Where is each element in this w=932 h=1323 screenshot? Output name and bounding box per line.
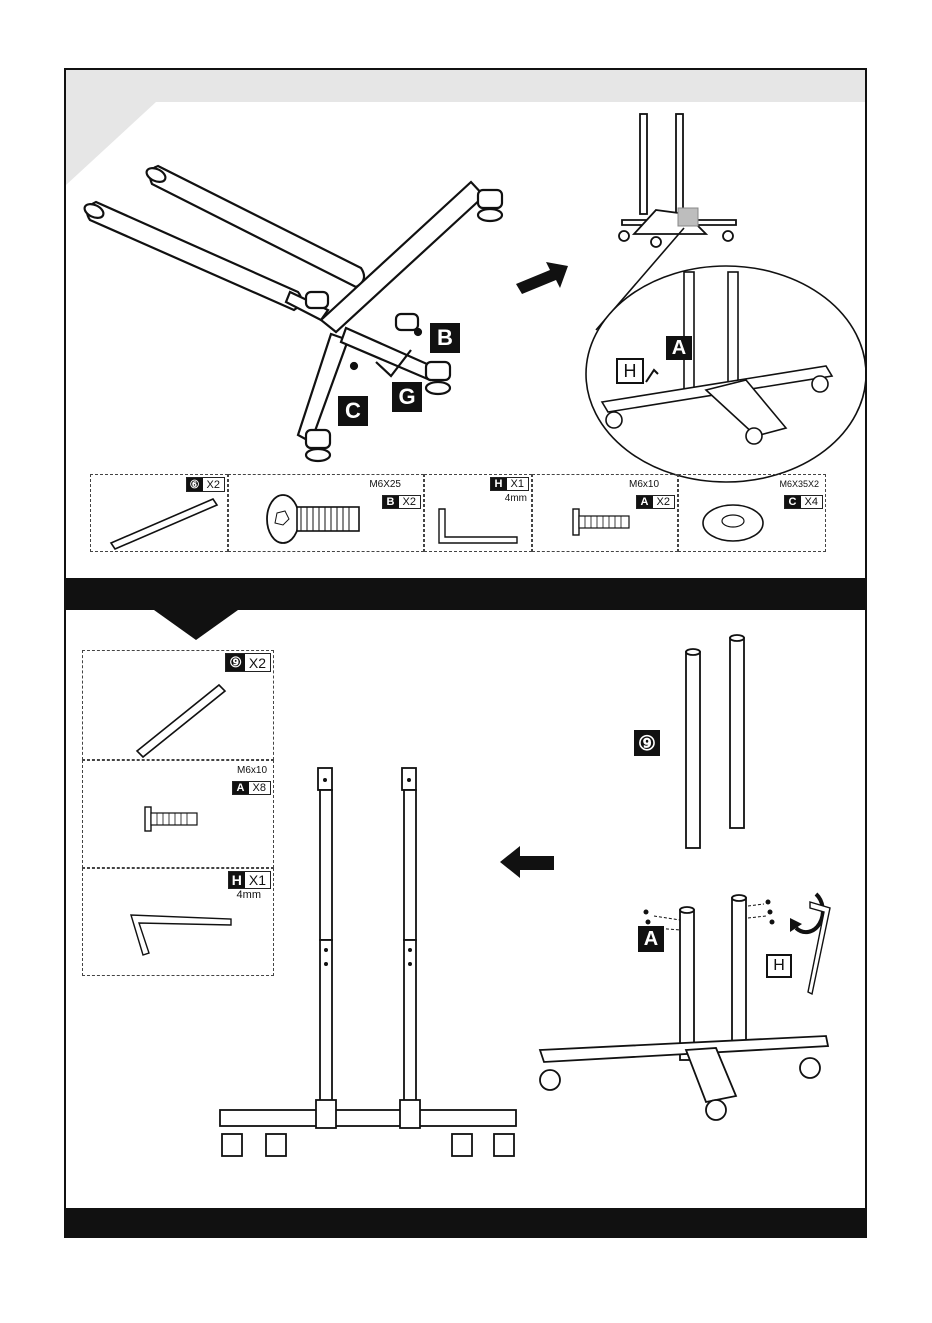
label-h-callout: H (616, 358, 644, 384)
label-h-step2: H (766, 954, 792, 978)
hex-key-icon (806, 900, 836, 1000)
page-frame: B C G A H (64, 68, 867, 1238)
part-spec: M6x10 (629, 479, 659, 490)
tube-9-part (135, 683, 235, 759)
upright-tubes-9 (676, 632, 756, 862)
chevron-down-icon (126, 578, 266, 642)
label-nine: ⑨ (634, 730, 660, 756)
hex-key-icon (431, 505, 521, 549)
label-g: G (392, 382, 422, 412)
screw-a-part (573, 505, 643, 539)
step1-base-drawing (66, 70, 526, 470)
part-spec: M6X35X2 (779, 479, 819, 489)
label-a-callout: A (666, 336, 692, 360)
label-a-step2: A (638, 926, 664, 952)
zoom-callout (576, 210, 866, 470)
bottom-band (66, 1208, 867, 1238)
tube-part (109, 497, 219, 547)
washer-c-part (699, 497, 769, 547)
arrow-right-icon (516, 258, 576, 300)
screw-a-part (145, 805, 215, 835)
label-c: C (338, 396, 368, 426)
front-view-stand (216, 760, 536, 1180)
part-spec: 4mm (505, 493, 527, 504)
bolt-b-part (265, 489, 375, 549)
label-b: B (430, 323, 460, 353)
